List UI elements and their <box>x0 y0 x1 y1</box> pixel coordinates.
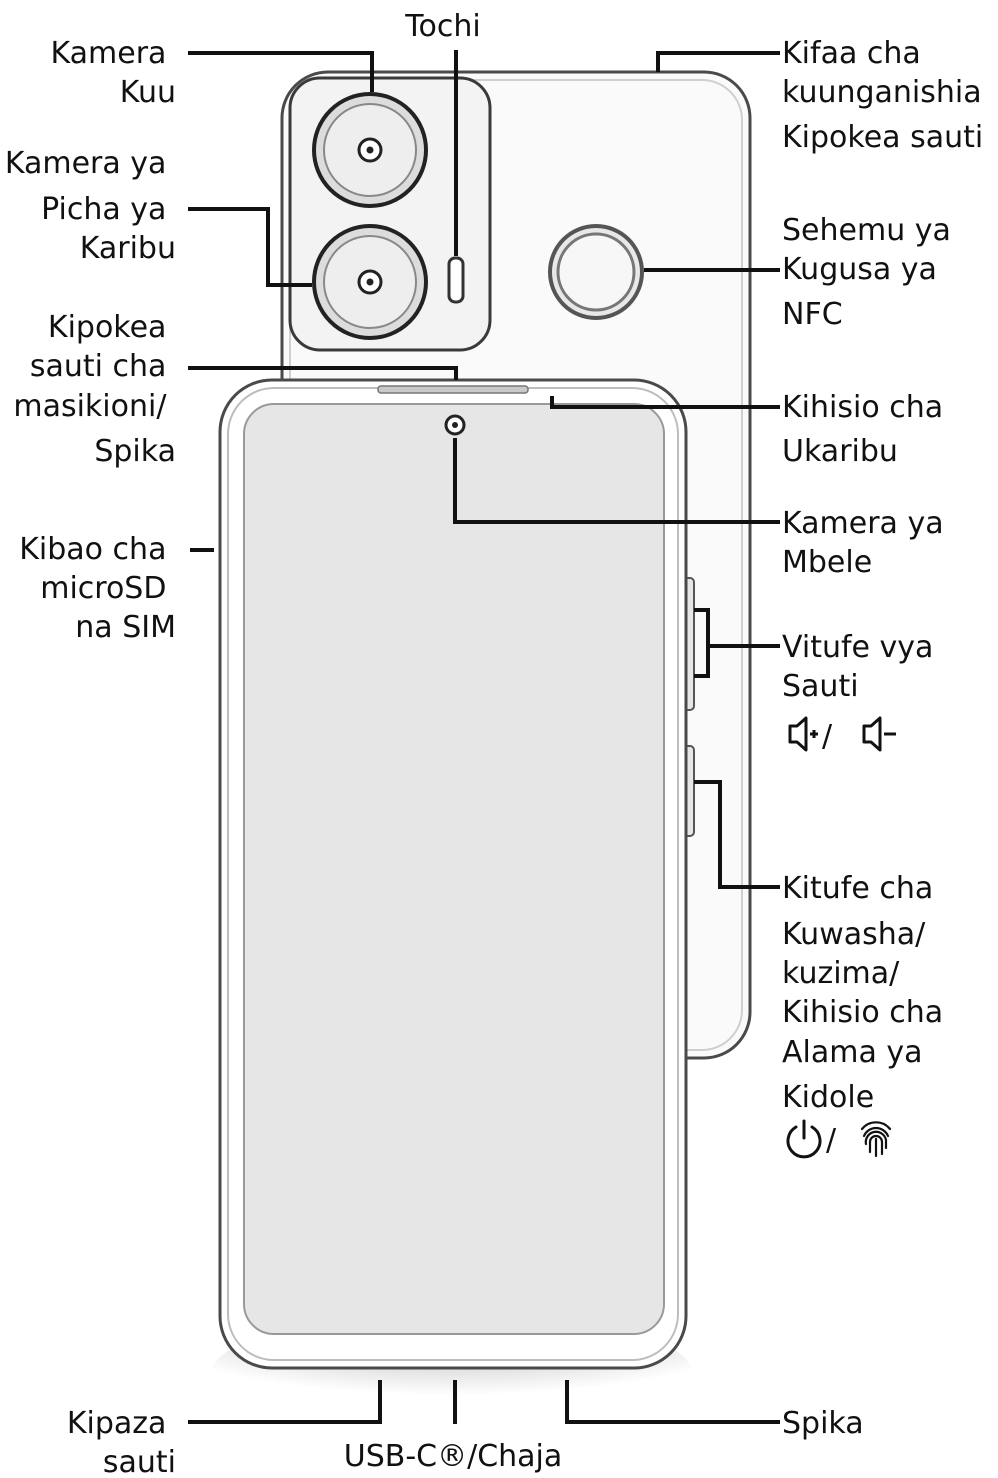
label-macro-camera: Kamera ya Picha ya Karibu <box>5 146 176 266</box>
label-mic-bottom: Kipaza sauti <box>67 1406 176 1478</box>
label-volume: Vitufe vya Sauti <box>782 630 943 704</box>
volume-icon-separator: / <box>822 719 833 754</box>
leader-proximity <box>550 396 780 409</box>
leader-mic-bottom <box>188 1380 382 1424</box>
label-usb: USB-C®/Chaja <box>344 1439 563 1474</box>
label-proximity: Kihisio cha Ukaribu <box>782 390 953 469</box>
label-power: Kitufe cha Kuwasha/ kuzima/ Kihisio cha … <box>782 871 953 1115</box>
phone-front-view <box>218 378 688 1370</box>
leader-power <box>694 780 780 889</box>
volume-down-icon <box>862 716 896 752</box>
power-icon <box>786 1119 822 1159</box>
leader-front-camera <box>453 438 780 524</box>
label-speaker-bottom: Spika <box>782 1406 864 1441</box>
leader-earpiece <box>188 366 458 380</box>
label-flash: Tochi <box>404 9 480 44</box>
leader-macro-camera <box>188 207 312 287</box>
fingerprint-icon <box>860 1121 892 1158</box>
front-camera-lens <box>444 414 466 436</box>
flash-led <box>447 256 465 304</box>
label-card-tray: Kibao cha microSD na SIM <box>19 532 176 645</box>
label-accessory: Kifaa cha kuunganishia Kipokea sauti <box>782 36 991 155</box>
leader-volume <box>694 608 710 678</box>
power-icon-separator: / <box>826 1123 837 1158</box>
nfc-touch-point <box>548 224 644 320</box>
labels-right: Kifaa cha kuunganishia Kipokea sauti Seh… <box>782 36 991 1441</box>
label-front-camera: Kamera ya Mbele <box>782 506 953 580</box>
label-earpiece: Kipokea sauti cha masikioni/ Spika <box>13 310 176 469</box>
label-nfc: Sehemu ya Kugusa ya NFC <box>782 213 960 332</box>
leader-speaker-bottom <box>565 1380 780 1424</box>
leader-main-camera <box>188 51 374 92</box>
leader-lines <box>188 50 780 1424</box>
earpiece-grille <box>377 385 529 394</box>
phone-screen <box>243 403 665 1335</box>
leader-accessory <box>656 51 780 72</box>
label-main-camera: Kamera Kuu <box>51 36 176 110</box>
macro-camera-lens <box>312 224 428 340</box>
main-camera-lens <box>312 92 428 208</box>
labels-left: Kamera Kuu Kamera ya Picha ya Karibu Kip… <box>5 36 176 1478</box>
volume-up-icon <box>788 716 818 752</box>
